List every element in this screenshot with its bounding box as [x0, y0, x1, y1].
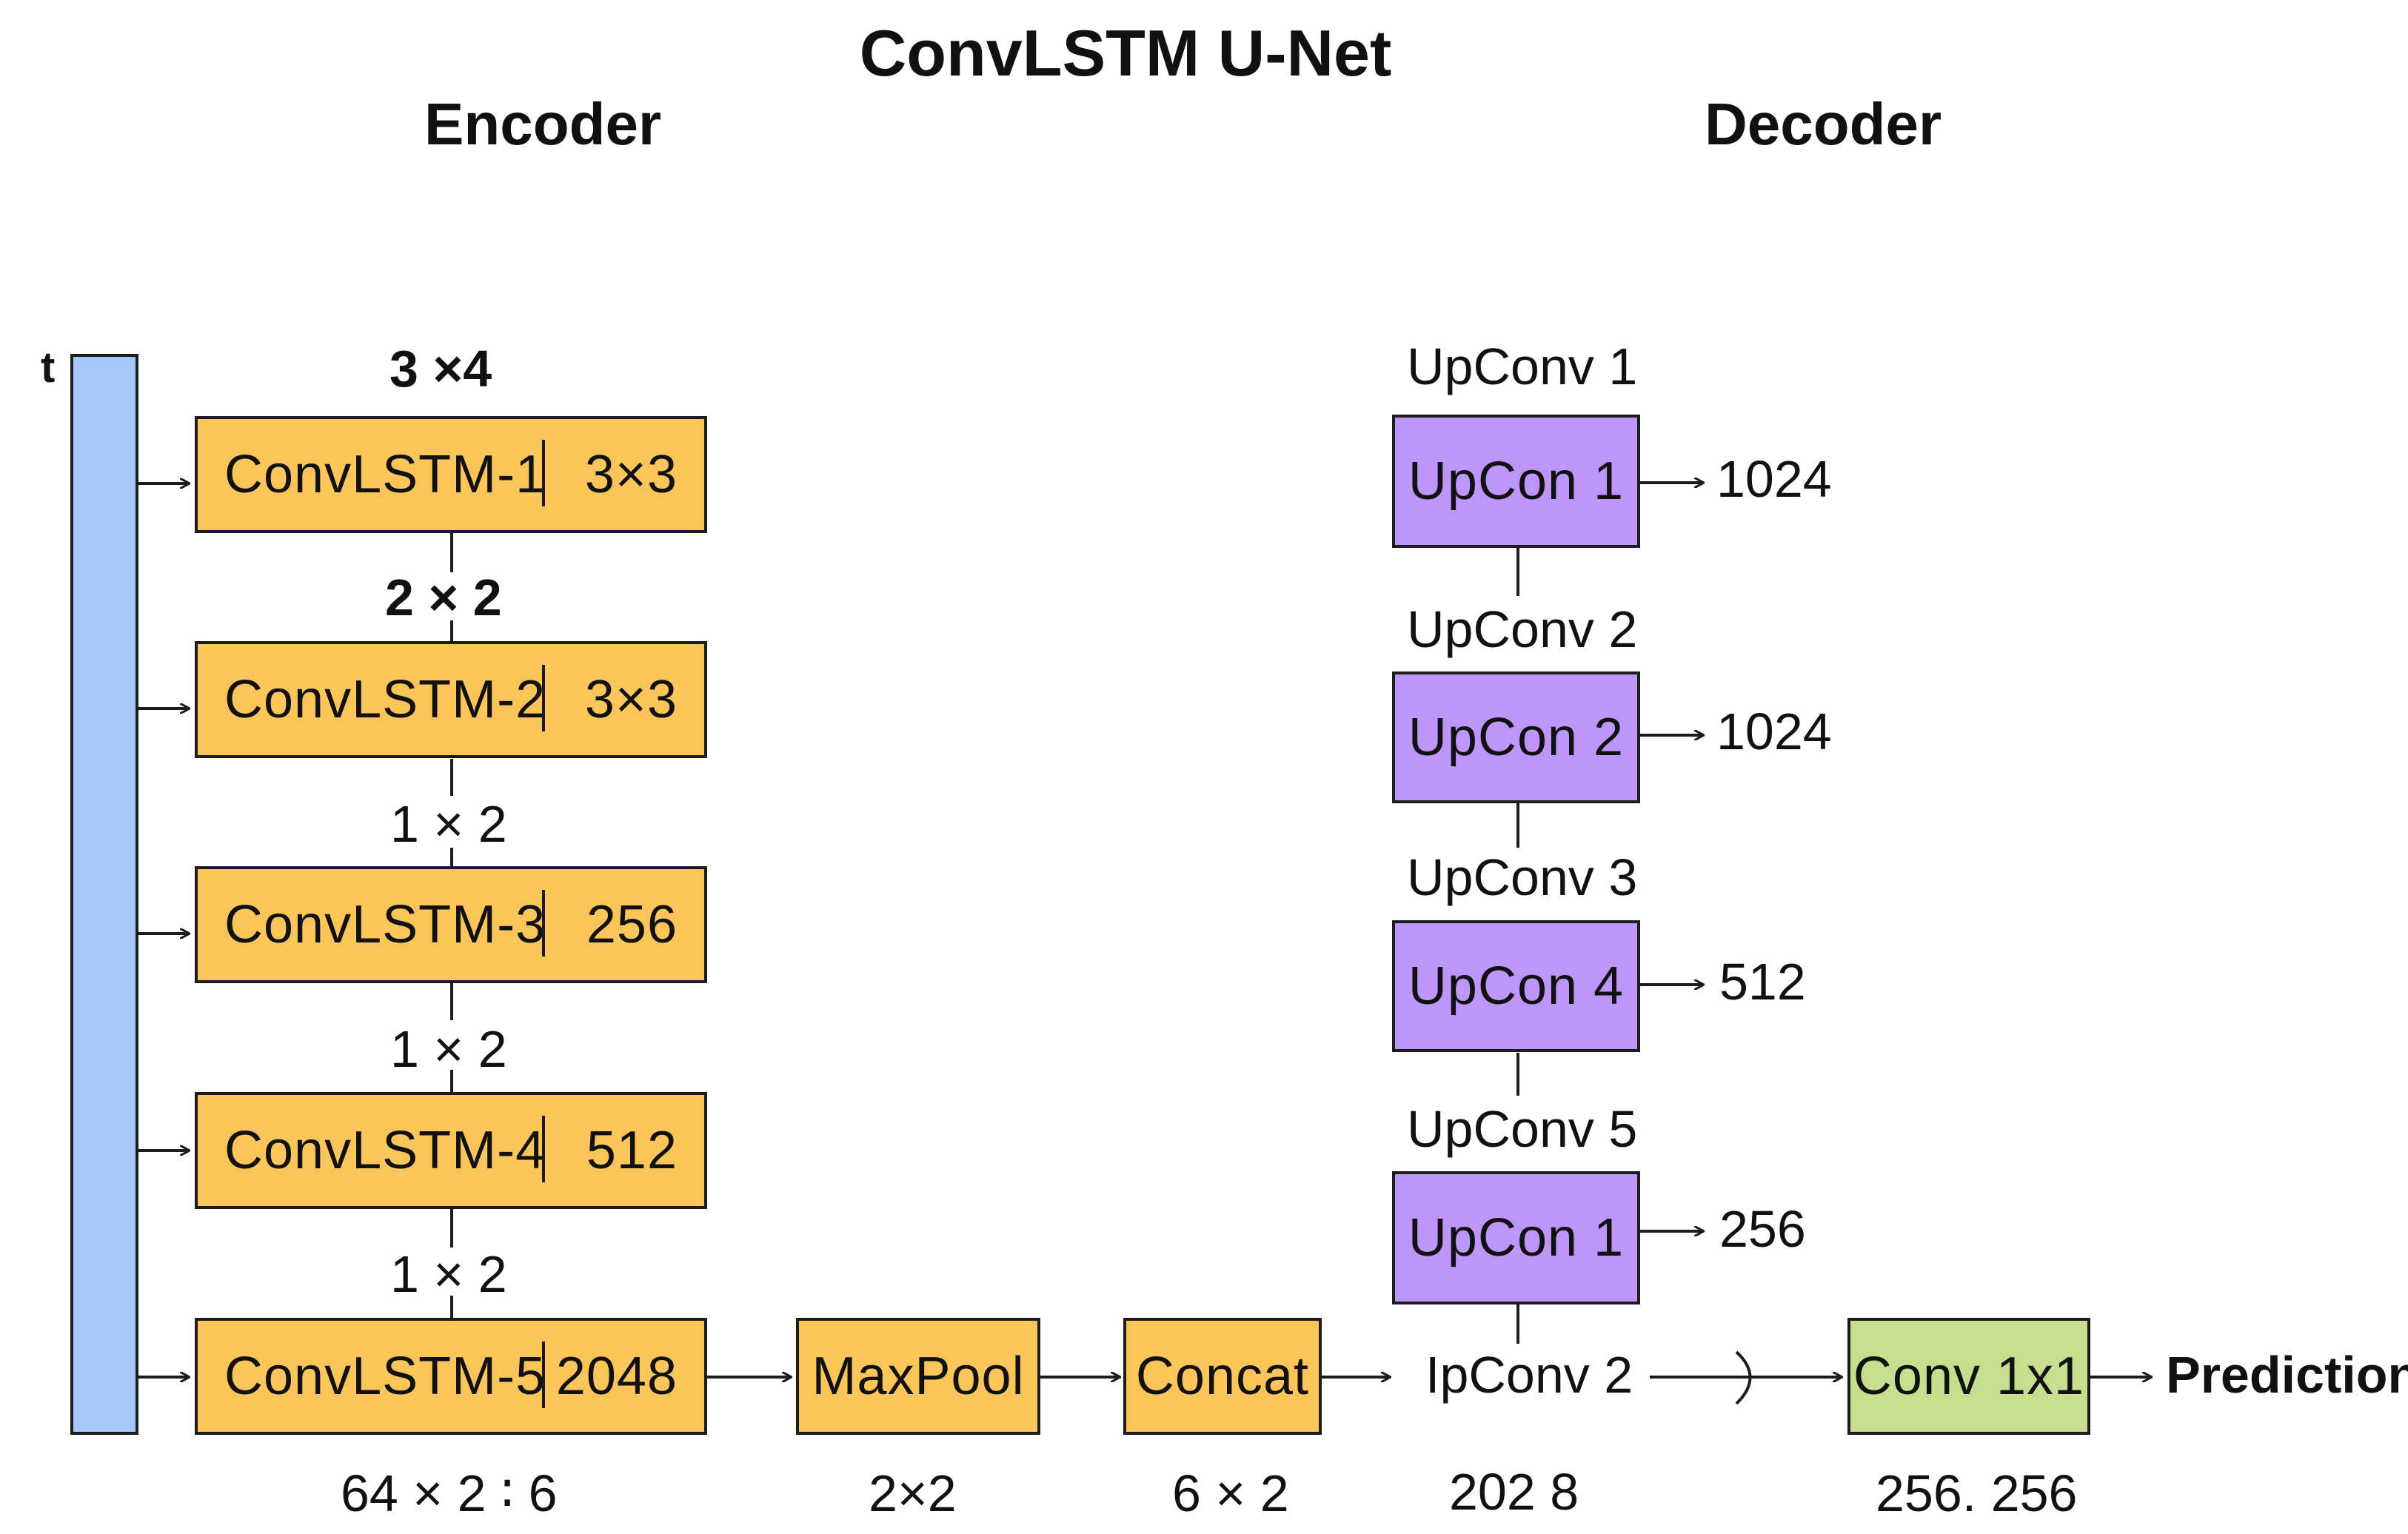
encoder-title: Encoder [424, 91, 662, 157]
decoder-output-4: 256 [1719, 1200, 1806, 1258]
input-label-side: m [0, 452, 7, 490]
arrow-break-mark [1735, 1350, 1752, 1405]
encoder-block-name: ConvLSTM-1 [224, 445, 546, 504]
concat-label: Concat [1135, 1347, 1310, 1406]
decoder-block-label: UpCon 1 [1408, 452, 1625, 511]
decoder-block-label: UpCon 1 [1408, 1208, 1625, 1267]
decoder-block-label: UpCon 4 [1408, 957, 1625, 1016]
decoder-bottom-label: IpConv 2 [1425, 1346, 1633, 1404]
encoder-block-name: ConvLSTM-4 [224, 1121, 546, 1180]
decoder-block-4: UpCon 1 [1392, 1171, 1640, 1304]
encoder-block-2: ConvLSTM-2 3×3 [195, 641, 707, 758]
enc-size-5: 1 × 2 [390, 1245, 507, 1303]
encoder-block-divider [542, 665, 545, 731]
diagram-title: ConvLSTM U-Net [859, 16, 1392, 90]
encoder-block-value: 3×3 [584, 445, 678, 504]
encoder-block-3: ConvLSTM-3 256 [195, 866, 707, 983]
decoder-output-3: 512 [1719, 953, 1806, 1011]
maxpool-size: 2×2 [869, 1464, 957, 1522]
encoder-block-4: ConvLSTM-4 512 [195, 1092, 707, 1209]
encoder-block-value: 256 [586, 895, 678, 954]
maxpool-block: MaxPool [796, 1318, 1040, 1435]
encoder-block-value: 2048 [555, 1347, 678, 1406]
encoder-bottom-size: 64 × 2 ∶ 6 [341, 1464, 558, 1522]
encoder-block-value: 512 [586, 1121, 678, 1180]
encoder-block-divider [542, 440, 545, 506]
decoder-output-1: 1024 [1716, 450, 1832, 508]
decoder-block-1: UpCon 1 [1392, 415, 1640, 548]
encoder-block-divider [542, 890, 545, 957]
decoder-bottom-size: 202 8 [1449, 1463, 1579, 1521]
concat-block: Concat [1123, 1318, 1322, 1435]
concat-size: 6 × 2 [1172, 1464, 1289, 1522]
enc-size-4: 1 × 2 [390, 1020, 507, 1078]
enc-size-2: 2 × 2 [385, 569, 502, 626]
decoder-heading-1: UpConv 1 [1407, 338, 1638, 395]
encoder-block-name: ConvLSTM-2 [224, 670, 546, 729]
encoder-block-value: 3×3 [584, 670, 678, 729]
encoder-block-1: ConvLSTM-1 3×3 [195, 416, 707, 533]
encoder-block-divider [542, 1116, 545, 1182]
conv1x1-block: Conv 1x1 [1847, 1318, 2090, 1435]
decoder-block-2: UpCon 2 [1392, 671, 1640, 803]
encoder-block-name: ConvLSTM-5 [224, 1347, 546, 1406]
enc-size-1: 3 ×4 [389, 340, 492, 398]
maxpool-label: MaxPool [812, 1347, 1025, 1406]
enc-size-3: 1 × 2 [390, 795, 507, 853]
encoder-block-divider [542, 1342, 545, 1408]
encoder-block-5: ConvLSTM-5 2048 [195, 1318, 707, 1435]
decoder-title: Decoder [1705, 91, 1942, 157]
decoder-heading-2: UpConv 2 [1407, 600, 1638, 658]
decoder-output-2: 1024 [1716, 703, 1832, 760]
conv1x1-label: Conv 1x1 [1853, 1347, 2085, 1406]
decoder-block-label: UpCon 2 [1408, 708, 1625, 767]
input-sequence-bar [70, 354, 138, 1435]
decoder-block-3: UpCon 4 [1392, 920, 1640, 1052]
decoder-heading-3: UpConv 3 [1407, 848, 1638, 906]
encoder-block-name: ConvLSTM-3 [224, 895, 546, 954]
input-label-t: t [41, 344, 56, 392]
prediction-label: Prediction [2166, 1346, 2408, 1404]
decoder-heading-4: UpConv 5 [1407, 1100, 1638, 1158]
conv1x1-size: 256. 256 [1876, 1464, 2078, 1522]
